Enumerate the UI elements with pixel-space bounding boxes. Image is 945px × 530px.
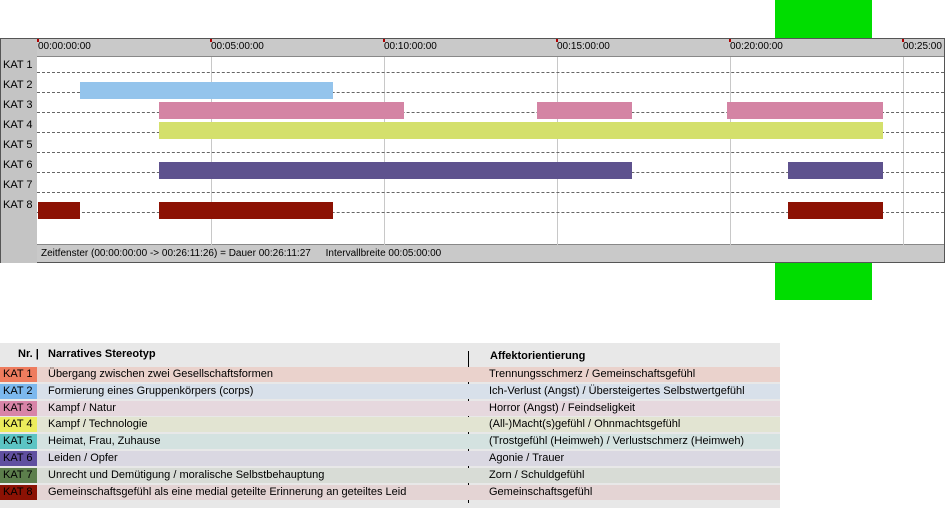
category-row-label: KAT 7 [3, 179, 33, 191]
legend-row: KAT 5 Heimat, Frau, Zuhause (Trostgefühl (… [0, 434, 780, 450]
grid-line [211, 57, 212, 245]
legend-stereotyp: Leiden / Opfer [48, 452, 118, 464]
legend-affekt: Horror (Angst) / Feindseligkeit [489, 401, 636, 414]
legend-affekt: Zorn / Schuldgefühl [489, 468, 585, 481]
ruler-tick [556, 39, 558, 42]
ruler-tick [902, 39, 904, 42]
legend-affekt: Gemeinschaftsgefühl [489, 485, 593, 498]
legend-stereotyp: Unrecht und Demütigung / moralische Selb… [48, 468, 325, 481]
category-badge: KAT 8 [0, 484, 37, 500]
status-bar: Zeitfenster (00:00:00:00 -> 00:26:11:26)… [37, 244, 944, 262]
category-row-label: KAT 4 [3, 119, 33, 131]
legend-row: KAT 4 Kampf / Technologie (All-)Macht(s)ge… [0, 417, 780, 433]
legend-stereotyp: Gemeinschaftsgefühl als eine medial gete… [48, 485, 407, 498]
legend-stereotyp: Heimat, Frau, Zuhause [48, 435, 161, 448]
time-ruler[interactable]: 00:00:00:00 00:05:00:00 00:10:00:00 00:15:0… [37, 39, 944, 57]
ruler-tick-label: 00:00:00:00 [38, 41, 91, 52]
legend-stereotyp: Kampf / Technologie [48, 418, 148, 431]
ruler-tick [210, 39, 212, 42]
ruler-tick-label: 00:20:00:00 [730, 41, 783, 52]
timeline-segment[interactable] [536, 102, 632, 119]
legend-affekt: Agonie / Trauer [489, 452, 565, 464]
timeline-segment[interactable] [159, 102, 405, 119]
timeline-segment[interactable] [787, 162, 883, 179]
row-baseline [37, 72, 944, 73]
legend-affekt: Ich-Verlust (Angst) / Übersteigertes Sel… [489, 384, 745, 397]
legend-affekt: (All-)Macht(s)gefühl / Ohnmachtsgefühl [489, 418, 681, 431]
timeline-segment[interactable] [79, 82, 334, 99]
category-row-label: KAT 3 [3, 99, 33, 111]
legend-affekt: (Trostgefühl (Heimweh) / Verlustschmerz … [489, 435, 745, 448]
grid-line [384, 57, 385, 245]
ruler-tick-label: 00:05:00:00 [211, 41, 264, 52]
timeline-segment[interactable] [787, 202, 883, 219]
legend-row: KAT 6 Leiden / Opfer Agonie / Trauer [0, 451, 780, 466]
timeline-panel[interactable]: 00:00:00:00 00:05:00:00 00:10:00:00 00:15:0… [0, 38, 945, 263]
category-row-label: KAT 5 [3, 139, 33, 151]
category-row-label: KAT 8 [3, 199, 33, 211]
category-row-label: KAT 1 [3, 59, 33, 71]
category-badge: KAT 7 [0, 467, 37, 483]
ruler-tick [383, 39, 385, 42]
timeline-segment[interactable] [727, 102, 883, 119]
category-badge: KAT 1 [0, 367, 37, 382]
legend-row: KAT 1 Übergang zwischen zwei Gesellschaft… [0, 367, 780, 382]
legend-row: KAT 7 Unrecht und Demütigung / moralische… [0, 467, 780, 483]
ruler-tick-label: 00:15:00:00 [557, 41, 610, 52]
legend-stereotyp: Kampf / Natur [48, 401, 116, 414]
legend-stereotyp: Übergang zwischen zwei Gesellschaftsform… [48, 368, 273, 380]
row-baseline [37, 192, 944, 193]
ruler-tick-label: 00:25:00 [903, 41, 942, 52]
legend-header-nr: Nr. | [18, 348, 39, 360]
category-row-label: KAT 6 [3, 159, 33, 171]
grid-line [903, 57, 904, 245]
legend-stereotyp: Formierung eines Gruppenkörpers (corps) [48, 384, 254, 397]
legend-header-affekt: Affektorientierung [490, 350, 586, 362]
category-row-label: KAT 2 [3, 79, 33, 91]
category-badge: KAT 4 [0, 417, 37, 433]
legend-table: Nr. | Narratives Stereotyp Affektorienti… [0, 343, 780, 508]
category-badge: KAT 5 [0, 434, 37, 450]
category-badge: KAT 6 [0, 451, 37, 466]
status-zeitfenster: Zeitfenster (00:00:00:00 -> 00:26:11:26)… [41, 248, 311, 259]
highlight-marker-bottom [775, 263, 872, 300]
grid-line [730, 57, 731, 245]
ruler-tick [729, 39, 731, 42]
timeline-segment[interactable] [159, 122, 883, 139]
row-baseline [37, 92, 944, 93]
legend-row: KAT 2 Formierung eines Gruppenkörpers (co… [0, 383, 780, 399]
legend-header-stereotyp: Narratives Stereotyp [48, 348, 156, 360]
grid-line [557, 57, 558, 245]
legend-row: KAT 8 Gemeinschaftsgefühl als eine medial… [0, 484, 780, 500]
ruler-tick [37, 39, 39, 42]
category-badge: KAT 3 [0, 400, 37, 416]
ruler-tick-label: 00:10:00:00 [384, 41, 437, 52]
status-intervall: Intervallbreite 00:05:00:00 [325, 248, 442, 259]
timeline-segment[interactable] [159, 162, 632, 179]
row-baseline [37, 152, 944, 153]
timeline-segment[interactable] [159, 202, 334, 219]
legend-affekt: Trennungsschmerz / Gemeinschaftsgefühl [489, 368, 696, 380]
timeline-segment[interactable] [38, 202, 80, 219]
row-baseline [37, 212, 944, 213]
legend-row: KAT 3 Kampf / Natur Horror (Angst) / Feind… [0, 400, 780, 416]
highlight-marker-top [775, 0, 872, 38]
category-label-column [1, 39, 37, 263]
category-badge: KAT 2 [0, 383, 37, 399]
row-baseline [37, 112, 944, 113]
